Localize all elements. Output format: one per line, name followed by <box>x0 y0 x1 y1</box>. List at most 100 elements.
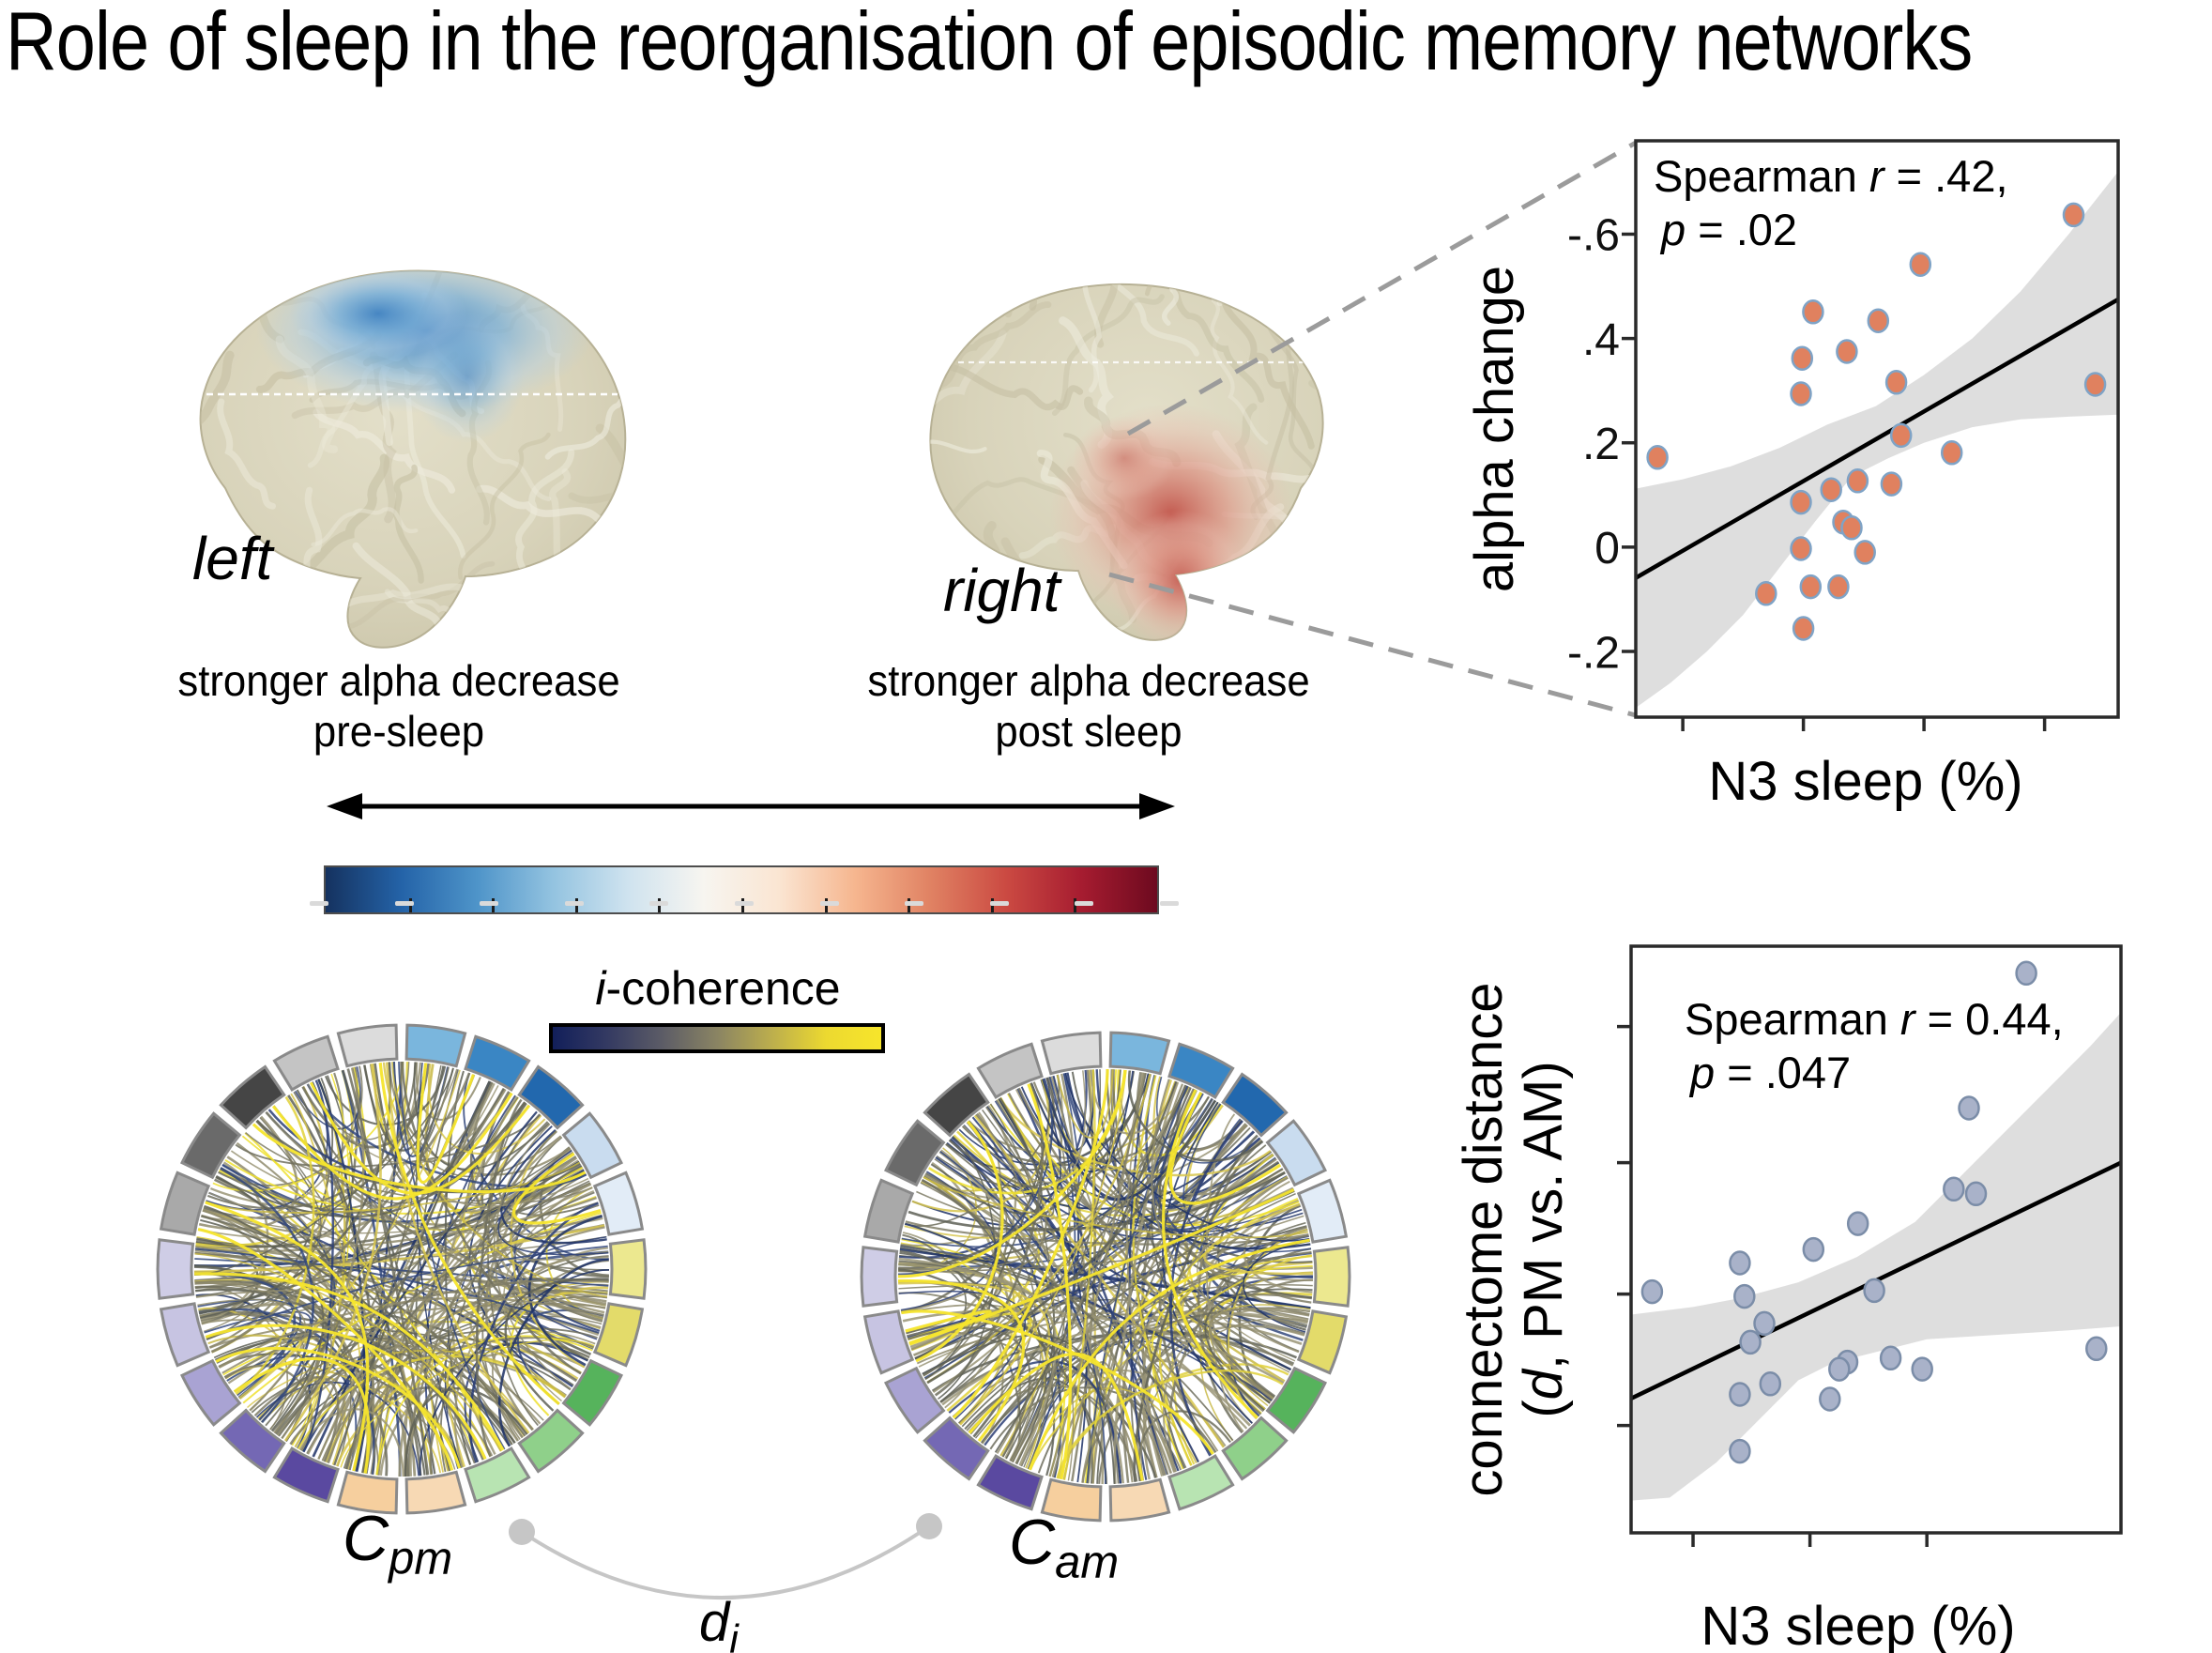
data-point <box>1790 489 1812 515</box>
data-point <box>1940 440 1963 466</box>
data-point <box>1729 1250 1751 1276</box>
data-point <box>1802 299 1824 325</box>
data-point <box>1846 1211 1869 1236</box>
connectome-ring-segment <box>860 1246 899 1308</box>
alpha-colorbar-faint-label <box>1160 901 1179 906</box>
brain-left-label: left <box>192 525 273 592</box>
connectome-am-label: Cam <box>1009 1506 1119 1589</box>
data-point <box>1790 381 1812 406</box>
connectome-ring-segment <box>1221 1072 1289 1138</box>
data-point <box>1943 1176 1965 1202</box>
data-point <box>1880 471 1903 497</box>
connectome-ring-segment <box>1265 1366 1328 1434</box>
connectome-ring-segment <box>464 1034 531 1092</box>
alpha-colorbar <box>324 865 1159 914</box>
connectome-ring-segment <box>1265 1119 1328 1187</box>
connectome-ring-segment <box>883 1119 946 1187</box>
connectome-pm-diagram <box>156 1023 648 1515</box>
connectome-ring-segment <box>272 1446 340 1504</box>
data-point <box>1867 308 1890 333</box>
y-tick-label: -.2 <box>1567 628 1620 678</box>
data-point <box>1863 1278 1885 1304</box>
connectome-ring-segment <box>1296 1178 1349 1244</box>
plot-frame <box>1634 139 2120 719</box>
data-point <box>1729 1438 1751 1464</box>
i-coherence-label-rest: -coherence <box>605 962 841 1015</box>
data-point <box>1879 1345 1902 1371</box>
connectome-ring-segment <box>862 1309 915 1375</box>
connectome-pm-label-main: C <box>343 1503 389 1574</box>
data-point <box>1790 536 1812 561</box>
connectome-ring-segment <box>517 1064 585 1130</box>
connectome-ring <box>156 1023 648 1515</box>
connectome-ring-segment <box>336 1470 399 1515</box>
connectome-ring-segment <box>1167 1042 1235 1099</box>
connectome-pm-label-sub: pm <box>389 1533 453 1584</box>
data-point <box>1792 616 1815 641</box>
data-point <box>1739 1329 1762 1355</box>
connectome-ring-segment <box>1296 1309 1349 1375</box>
connectome-ring-segment <box>976 1454 1044 1511</box>
connectome-ring-segment <box>561 1358 624 1427</box>
connectome-ring-segment <box>923 1072 990 1138</box>
y-tick-label: .2 <box>1582 420 1620 469</box>
connectome-ring-segment <box>976 1042 1044 1099</box>
alpha-colorbar-faint-label <box>649 901 669 906</box>
data-point <box>1759 1371 1782 1397</box>
alpha-colorbar-faint-label <box>480 901 499 906</box>
alpha-colorbar-faint-label <box>989 901 1009 906</box>
x-axis-label: N3 sleep (%) <box>1708 751 2022 812</box>
alpha-colorbar-faint-label <box>564 901 584 906</box>
connectome-ring-segment <box>517 1408 585 1474</box>
connectome-ring-segment <box>219 1408 286 1474</box>
data-point <box>2083 372 2107 397</box>
x-axis-label: N3 sleep (%) <box>1701 1596 2015 1653</box>
connectome-edges <box>897 1068 1314 1485</box>
data-point <box>1799 574 1823 600</box>
y-tick-label: -.6 <box>1567 211 1620 261</box>
data-point <box>1733 1283 1756 1309</box>
data-point <box>1640 1278 1664 1305</box>
data-point <box>1755 581 1777 606</box>
connectome-ring-segment <box>883 1366 946 1434</box>
distance-label-sub: i <box>729 1616 739 1653</box>
alpha-colorbar-faint-label <box>735 901 754 906</box>
connectome-ring-segment <box>179 1358 242 1427</box>
alpha-colorbar-faint-label <box>905 901 924 906</box>
data-point <box>1958 1095 1980 1121</box>
figure-title: Role of sleep in the reorganisation of e… <box>6 0 1973 87</box>
y-axis-label: (d, PM vs. AM) <box>1513 1061 1574 1417</box>
alpha-colorbar-faint-labels <box>310 901 1179 911</box>
distance-arc <box>509 1513 942 1599</box>
stats-annotation: Spearman r = 0.44,p = .047 <box>1685 994 2064 1097</box>
connectome-ring-segment <box>404 1023 467 1068</box>
caption-pre-sleep: stronger alpha decrease pre-sleep <box>105 655 694 758</box>
caption-pre-sleep-line1: stronger alpha decrease <box>177 656 620 705</box>
connectome-ring-segment <box>159 1302 211 1368</box>
data-point <box>1828 1356 1851 1382</box>
data-point <box>1840 515 1863 541</box>
connectome-ring-segment <box>608 1238 648 1300</box>
double-arrow <box>327 793 1175 819</box>
connectome-ring-segment <box>1221 1416 1289 1481</box>
data-point <box>1836 339 1858 364</box>
connectome-ring <box>860 1031 1351 1523</box>
connectome-ring-segment <box>464 1446 531 1504</box>
brain-left-illustration <box>199 269 627 649</box>
connectome-ring-segment <box>1167 1454 1235 1511</box>
y-tick-label: .4 <box>1582 315 1620 365</box>
data-point <box>1827 574 1850 600</box>
connectome-ring-segment <box>272 1034 340 1092</box>
connectome-ring-segment <box>1040 1031 1103 1076</box>
distance-label: di <box>699 1591 739 1653</box>
alpha-colorbar-faint-label <box>819 901 839 906</box>
i-coherence-colorbar <box>549 1023 885 1053</box>
connectome-ring-segment <box>336 1023 399 1068</box>
plot-frame <box>1629 944 2123 1535</box>
caption-pre-sleep-line2: pre-sleep <box>313 707 485 757</box>
data-point <box>2062 202 2085 228</box>
connectome-ring-segment <box>923 1416 990 1481</box>
